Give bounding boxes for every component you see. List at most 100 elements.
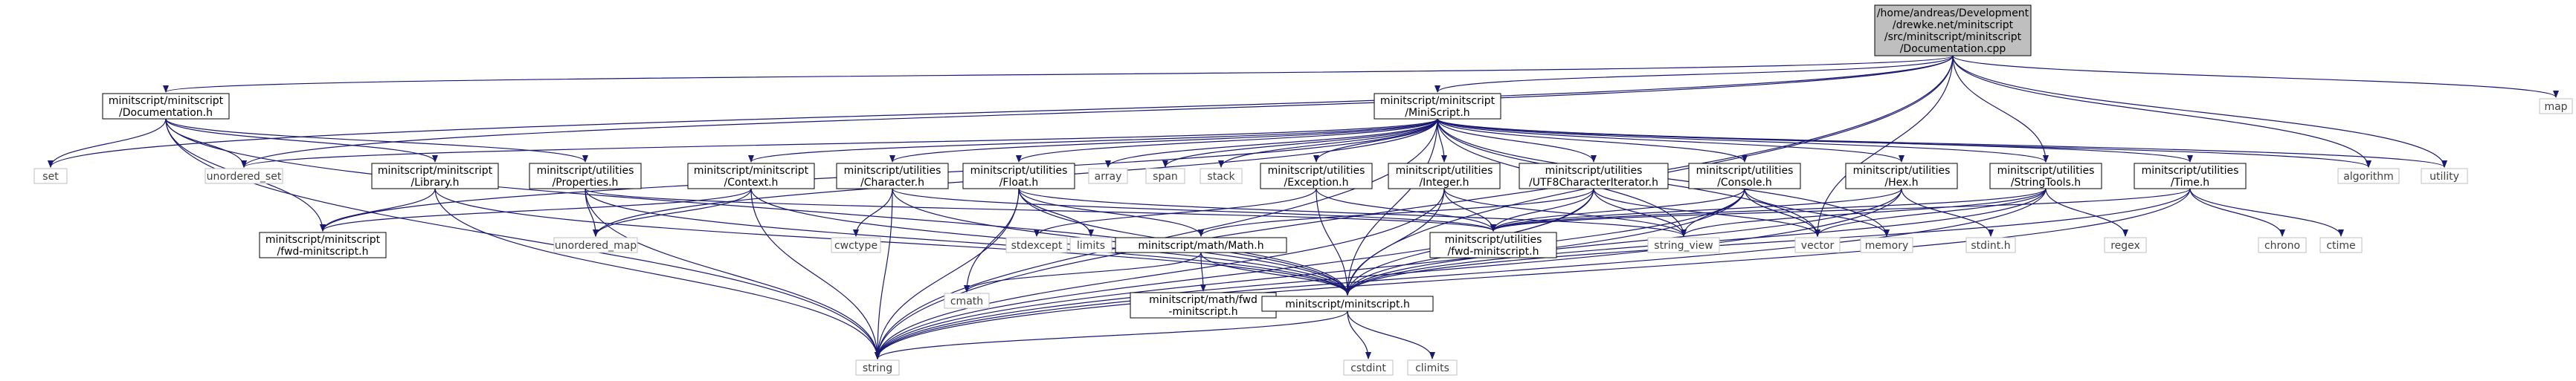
node-cstdint-box (1343, 359, 1394, 376)
node-root-box (1874, 4, 2032, 56)
node-ctime-box (2319, 237, 2363, 253)
node-cwctype: cwctype (831, 237, 881, 253)
node-utilities_fwd_h[interactable]: minitscript/utilities/fwd-minitscript.h (1429, 232, 1557, 258)
edge-float_h-to-math_h (1018, 188, 1204, 237)
node-library_h[interactable]: minitscript/minitscript/Library.h (371, 163, 499, 189)
edge-exception_h-to-minitscript_core_h (1316, 188, 1350, 296)
node-cstdint: cstdint (1343, 359, 1394, 376)
edge-root-to-algorithm (1952, 55, 2371, 168)
node-stdint_h-box (1965, 237, 2016, 253)
node-stack-box (1200, 168, 1243, 184)
edge-doc_h-to-minitscript_core_h (165, 118, 1350, 296)
node-limits-label-line-0: limits (1077, 240, 1105, 252)
node-memory: memory (1860, 237, 1913, 253)
node-string_view: string_view (1647, 237, 1720, 253)
node-set-label-line-0: set (42, 171, 59, 183)
node-string-box (855, 359, 900, 376)
node-stack-label-line-0: stack (1207, 171, 1235, 183)
node-unordered_map: unordered_map (553, 237, 638, 253)
node-utility-box (2421, 168, 2468, 184)
node-doc_h[interactable]: minitscript/minitscript/Documentation.h (102, 93, 230, 120)
edge-context_h-to-unordered_map (593, 188, 752, 237)
node-float_h[interactable]: minitscript/utilities/Float.h (962, 163, 1075, 189)
node-math_h[interactable]: minitscript/math/Math.h (1115, 237, 1287, 253)
node-utilities_fwd_h-box (1429, 232, 1557, 258)
node-hex_h[interactable]: minitscript/utilities/Hex.h (1845, 163, 1958, 189)
edge-stringtools_h-to-string (875, 188, 2047, 359)
node-doc_h-label-line-1: /Documentation.h (119, 107, 213, 119)
edge-minitscript_h-to-exception_h (1313, 118, 1438, 163)
edge-console_h-to-memory (1744, 188, 1890, 237)
edge-hex_h-to-utilities_fwd_h (1490, 188, 1902, 232)
node-regex-label-line-0: regex (2110, 240, 2140, 252)
node-console_h[interactable]: minitscript/utilities/Console.h (1688, 163, 1801, 189)
edge-utf8_h-to-utilities_fwd_h (1490, 188, 1594, 232)
edge-minitscript_h-to-float_h (1016, 118, 1438, 163)
node-exception_h-label-line-0: minitscript/utilities (1268, 165, 1365, 177)
node-exception_h-label-line-1: /Exception.h (1284, 177, 1349, 189)
node-root[interactable]: /home/andreas/Development/drewke.net/min… (1874, 4, 2032, 56)
node-utf8_h[interactable]: minitscript/utilities/UTF8CharacterItera… (1519, 163, 1669, 189)
node-ctime: ctime (2319, 237, 2363, 253)
edge-root-to-unordered_set (241, 55, 1954, 168)
edge-stringtools_h-to-utilities_fwd_h (1490, 188, 2047, 232)
node-root-label-line-3: /Documentation.cpp (1900, 43, 2006, 55)
edge-doc_h-to-set (48, 118, 167, 168)
edge-math_h-to-math_fwd_h (1200, 252, 1206, 292)
node-chrono-label-line-0: chrono (2264, 240, 2300, 252)
edge-root-to-set (48, 55, 1954, 168)
node-minitscript_core_h-label-line-0: minitscript/minitscript.h (1285, 299, 1410, 310)
node-time_h[interactable]: minitscript/utilities/Time.h (2134, 163, 2247, 189)
node-string_view-box (1647, 237, 1720, 253)
node-cmath-label-line-0: cmath (950, 296, 983, 307)
node-integer_h[interactable]: minitscript/utilities/Integer.h (1388, 163, 1501, 189)
node-exception_h[interactable]: minitscript/utilities/Exception.h (1260, 163, 1373, 189)
node-algorithm-box (2337, 168, 2400, 184)
edge-minitscript_h-to-utility (1437, 118, 2447, 168)
node-fwd_minitscript_h-label-line-1: /fwd-minitscript.h (277, 246, 369, 258)
node-stringtools_h[interactable]: minitscript/utilities/StringTools.h (1989, 163, 2102, 189)
node-map-box (2539, 98, 2573, 114)
edge-time_h-to-string (875, 188, 2191, 359)
edge-minitscript_h-to-hex_h (1437, 118, 1904, 163)
node-character_h[interactable]: minitscript/utilities/Character.h (836, 163, 949, 189)
node-context_h[interactable]: minitscript/minitscript/Context.h (687, 163, 815, 189)
edge-time_h-to-utilities_fwd_h (1490, 188, 2191, 232)
node-context_h-label-line-1: /Context.h (724, 177, 779, 189)
node-climits-label-line-0: climits (1415, 362, 1449, 374)
node-minitscript_h[interactable]: minitscript/minitscript/MiniScript.h (1374, 93, 1501, 120)
edge-float_h-to-cmath (964, 188, 1020, 293)
edge-minitscript_h-to-stack (1218, 118, 1438, 168)
node-array: array (1088, 168, 1128, 184)
edge-minitscript_h-to-stringtools_h (1437, 118, 2049, 163)
node-math_fwd_h[interactable]: minitscript/math/fwd-minitscript.h (1130, 292, 1277, 319)
node-fwd_minitscript_h[interactable]: minitscript/minitscript/fwd-minitscript.… (259, 232, 387, 258)
node-doc_h-label-line-0: minitscript/minitscript (109, 95, 224, 107)
node-library_h-label-line-1: /Library.h (411, 177, 460, 189)
edge-exception_h-to-stdexcept (1034, 188, 1317, 237)
node-math_h-label-line-0: minitscript/math/Math.h (1138, 240, 1263, 252)
node-unordered_map-label-line-0: unordered_map (555, 240, 637, 252)
node-minitscript_core_h[interactable]: minitscript/minitscript.h (1261, 296, 1434, 312)
edge-console_h-to-utilities_fwd_h (1490, 188, 1745, 232)
node-time_h-label-line-0: minitscript/utilities (2142, 165, 2239, 177)
node-character_h-label-line-0: minitscript/utilities (844, 165, 941, 177)
node-math_fwd_h-box (1130, 292, 1277, 319)
node-utilities_fwd_h-label-line-1: /fwd-minitscript.h (1448, 246, 1539, 258)
node-library_h-box (371, 163, 499, 189)
edge-minitscript_core_h-to-climits (1347, 310, 1435, 359)
edge-library_h-to-minitscript_core_h (434, 188, 1350, 296)
node-chrono: chrono (2258, 237, 2307, 253)
edge-float_h-to-limits (1018, 188, 1094, 237)
node-map: map (2539, 98, 2573, 114)
node-properties_h[interactable]: minitscript/utilities/Properties.h (529, 163, 642, 189)
edge-float_h-to-string (875, 188, 1020, 359)
node-cwctype-label-line-0: cwctype (834, 240, 878, 252)
node-library_h-label-line-0: minitscript/minitscript (378, 165, 493, 177)
node-layer: /home/andreas/Development/drewke.net/min… (33, 4, 2573, 376)
edge-minitscript_h-to-minitscript_core_h (1345, 118, 1438, 296)
edge-library_h-to-fwd_minitscript_h (320, 188, 436, 232)
node-integer_h-label-line-1: /Integer.h (1419, 177, 1469, 189)
node-cstdint-label-line-0: cstdint (1350, 362, 1386, 374)
